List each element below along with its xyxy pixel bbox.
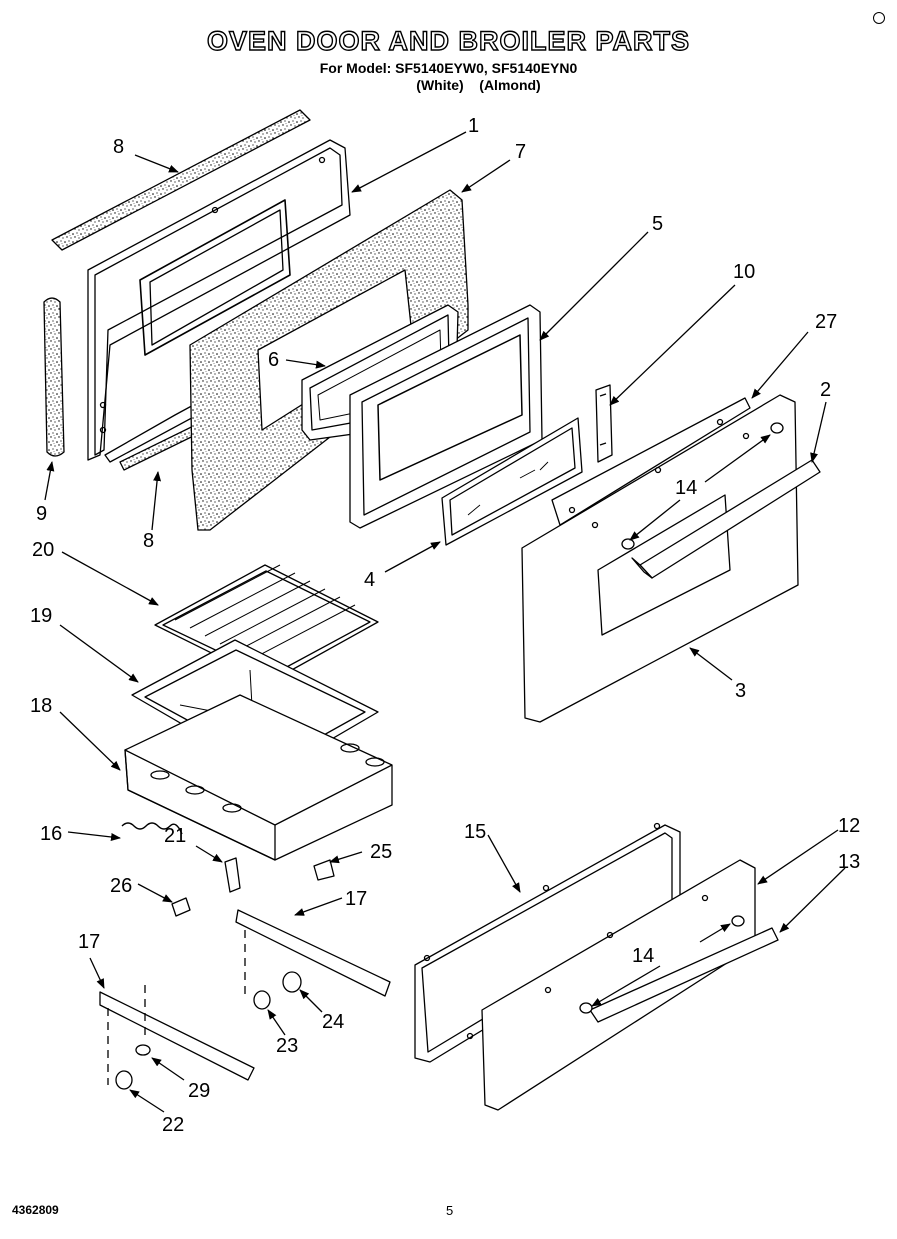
roller-small <box>253 990 271 1010</box>
broiler-rail-lower <box>99 991 255 1081</box>
leader-14a <box>704 434 771 483</box>
callout-19: 19 <box>30 605 52 627</box>
broiler-spring <box>121 822 183 835</box>
callout-4: 4 <box>364 569 375 591</box>
callout-25: 25 <box>370 841 392 863</box>
callout-6: 6 <box>268 349 279 371</box>
callout-24: 24 <box>322 1011 344 1033</box>
callout-12: 12 <box>838 815 860 837</box>
broiler-door-handle <box>589 927 779 1023</box>
callout-3: 3 <box>735 680 746 702</box>
callout-26: 26 <box>110 875 132 897</box>
leader-3 <box>689 647 733 681</box>
washer <box>135 1044 151 1056</box>
gasket-strip-top <box>51 109 311 251</box>
leader-8a <box>134 154 179 173</box>
leader-12 <box>757 829 839 885</box>
leader-15 <box>487 834 521 893</box>
leader-20 <box>61 551 159 606</box>
leader-6 <box>285 359 326 369</box>
hinge-bracket <box>595 384 613 463</box>
callout-20: 20 <box>32 539 54 561</box>
outer-door-glass <box>441 417 583 546</box>
color-legend: (White) (Almond) <box>0 77 897 93</box>
callout-17b: 17 <box>78 931 100 953</box>
leader-22 <box>129 1089 165 1113</box>
retainer-clip <box>313 859 335 881</box>
leader-9 <box>44 461 55 501</box>
color-white-label: (White) <box>416 77 464 93</box>
insulation-pad <box>189 189 469 531</box>
gasket-tube-side <box>43 297 65 457</box>
leader-14c <box>699 923 731 943</box>
callout-9: 9 <box>36 503 47 525</box>
callout-23: 23 <box>276 1035 298 1057</box>
callout-22: 22 <box>162 1114 184 1136</box>
leader-7 <box>461 159 511 193</box>
document-number: 4362809 <box>12 1203 59 1217</box>
broiler-bumper-right <box>731 915 745 927</box>
model-numbers: For Model: SF5140EYW0, SF5140EYN0 <box>319 60 578 76</box>
leader-14b <box>629 499 681 541</box>
door-inner-panel <box>551 397 751 526</box>
color-almond-label: (Almond) <box>479 77 541 93</box>
callout-5: 5 <box>652 213 663 235</box>
screw <box>171 897 191 917</box>
leader-5 <box>539 231 649 341</box>
leader-27 <box>751 331 809 399</box>
broiler-bracket <box>224 857 241 893</box>
callout-14c: 14 <box>632 945 654 967</box>
leader-26 <box>137 883 173 903</box>
callout-8a: 8 <box>113 136 124 158</box>
leader-23 <box>267 1009 286 1036</box>
leader-19 <box>59 624 139 683</box>
leader-24 <box>299 989 323 1013</box>
broiler-pan <box>124 694 393 861</box>
callout-8b: 8 <box>143 530 154 552</box>
page-title: OVEN DOOR AND BROILER PARTS <box>206 25 691 56</box>
roller-lower <box>115 1070 133 1090</box>
leader-21 <box>195 845 223 863</box>
leader-17a <box>294 897 343 916</box>
callout-10: 10 <box>733 261 755 283</box>
door-bumpers <box>621 422 784 550</box>
leader-10 <box>609 284 736 406</box>
leader-17b <box>89 957 105 989</box>
leader-16 <box>67 831 121 841</box>
leader-8b <box>151 471 162 531</box>
callout-13: 13 <box>838 851 860 873</box>
leader-4 <box>384 541 441 573</box>
roller-large <box>282 971 302 993</box>
broiler-bumper-left <box>579 1002 593 1014</box>
broiler-rail-upper <box>235 909 391 997</box>
callout-14a: 14 <box>675 477 697 499</box>
leader-1 <box>351 131 467 193</box>
callout-16: 16 <box>40 823 62 845</box>
leader-25 <box>329 851 363 864</box>
leader-18 <box>59 711 121 771</box>
leader-13 <box>779 867 846 933</box>
callout-15: 15 <box>464 821 486 843</box>
callout-27: 27 <box>815 311 837 333</box>
leader-29 <box>151 1057 185 1081</box>
callout-2: 2 <box>820 379 831 401</box>
callout-17a: 17 <box>345 888 367 910</box>
door-handle <box>631 459 821 579</box>
callout-18: 18 <box>30 695 52 717</box>
callout-29: 29 <box>188 1080 210 1102</box>
callout-21: 21 <box>164 825 186 847</box>
corner-punch-mark <box>873 12 885 24</box>
leader-14d <box>591 965 661 1007</box>
callout-1: 1 <box>468 115 479 137</box>
page-number: 5 <box>446 1203 454 1218</box>
leader-2 <box>810 401 827 463</box>
callout-7: 7 <box>515 141 526 163</box>
